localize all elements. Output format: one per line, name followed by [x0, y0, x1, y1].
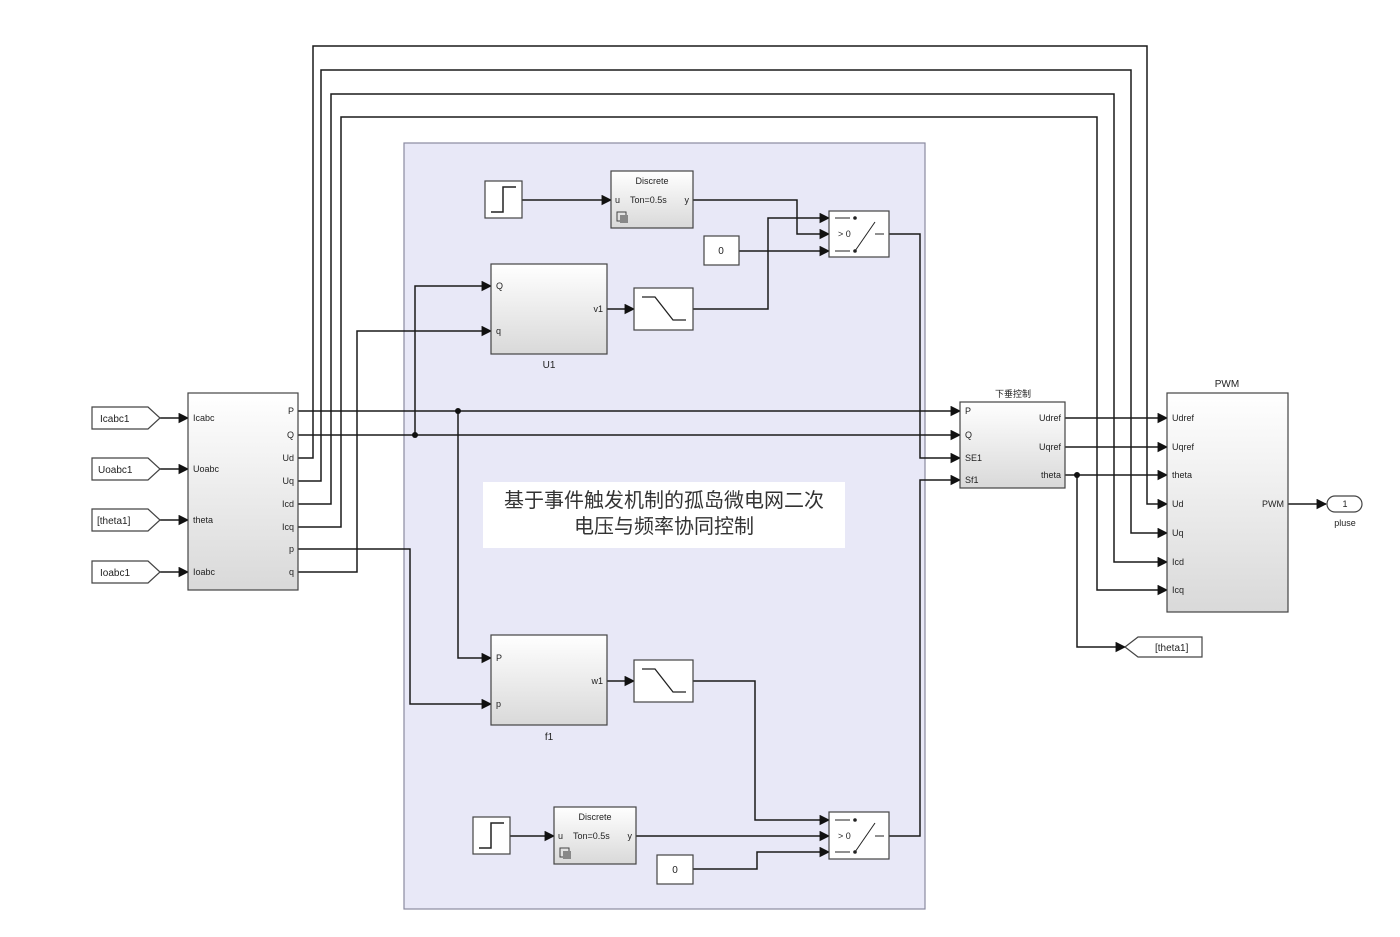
meas-out-port: Icq [282, 522, 294, 532]
svg-text:PWM: PWM [1262, 499, 1284, 509]
svg-text:[theta1]: [theta1] [1155, 643, 1189, 654]
meas-in-port: Ioabc [193, 567, 216, 577]
svg-text:Ioabc1: Ioabc1 [100, 568, 130, 579]
svg-text:P: P [496, 653, 502, 663]
input-tag-ioabc1[interactable]: Ioabc1 [91, 560, 161, 584]
discrete-trigger-block-bottom[interactable]: Discrete u Ton=0.5s y [553, 806, 637, 865]
svg-text:Q: Q [496, 281, 503, 291]
droop-control-block[interactable]: P Q SE1 Sf1 Udref Uqref theta [959, 401, 1066, 489]
svg-text:1: 1 [1342, 499, 1347, 509]
svg-text:q: q [496, 326, 501, 336]
constant-block-bottom[interactable]: 0 [656, 854, 694, 885]
svg-text:w1: w1 [590, 676, 603, 686]
meas-out-port: Ud [282, 453, 294, 463]
meas-out-port: Uq [282, 476, 294, 486]
svg-text:y: y [685, 195, 690, 205]
meas-in-port: Icabc [193, 413, 215, 423]
annotation-line-1: 基于事件触发机制的孤岛微电网二次 [504, 488, 824, 512]
junction-dot [412, 432, 418, 438]
annotation-line-2: 电压与频率协同控制 [574, 514, 754, 538]
svg-text:Discrete: Discrete [578, 812, 611, 822]
outport-pluse[interactable]: 1 [1326, 495, 1363, 513]
junction-dot [455, 408, 461, 414]
meas-out-port: q [289, 567, 294, 577]
f1-block-name: f1 [545, 732, 554, 743]
meas-in-port: theta [193, 515, 213, 525]
svg-text:theta: theta [1172, 470, 1192, 480]
svg-text:Uqref: Uqref [1172, 442, 1195, 452]
meas-out-port: p [289, 544, 294, 554]
u1-block-name: U1 [543, 360, 556, 371]
svg-text:Uq: Uq [1172, 528, 1184, 538]
pwm-block[interactable]: Udref Uqref theta Ud Uq Icd Icq PWM [1166, 392, 1289, 613]
switch-block-bottom[interactable]: > 0 [828, 811, 890, 860]
svg-text:v1: v1 [593, 304, 603, 314]
saturation-block-top[interactable] [633, 287, 694, 331]
switch-icon [835, 216, 884, 253]
svg-text:Ton=0.5s: Ton=0.5s [573, 831, 610, 841]
junction-dot [1074, 472, 1080, 478]
svg-text:Icd: Icd [1172, 557, 1184, 567]
svg-text:SE1: SE1 [965, 453, 982, 463]
svg-text:Sf1: Sf1 [965, 475, 979, 485]
step-block-top[interactable] [484, 180, 523, 219]
svg-text:Icq: Icq [1172, 585, 1184, 595]
outport-name: pluse [1334, 518, 1356, 528]
svg-text:[theta1]: [theta1] [97, 516, 131, 527]
annotation-box: 基于事件触发机制的孤岛微电网二次 电压与频率协同控制 [483, 482, 845, 548]
saturation-icon [642, 668, 686, 693]
svg-text:y: y [628, 831, 633, 841]
input-tag-icabc1[interactable]: Icabc1 [91, 406, 161, 430]
switch-block-top[interactable]: > 0 [828, 210, 890, 258]
svg-text:p: p [496, 699, 501, 709]
measurement-block[interactable]: Icabc Uoabc theta Ioabc P Q Ud Uq Icd Ic… [187, 392, 299, 591]
step-icon [491, 186, 516, 213]
svg-text:theta: theta [1041, 470, 1061, 480]
pwm-block-title: PWM [1215, 379, 1239, 390]
svg-text:Uqref: Uqref [1039, 442, 1062, 452]
meas-out-port: Icd [282, 499, 294, 509]
svg-text:Udref: Udref [1039, 413, 1062, 423]
switch-icon [835, 818, 884, 854]
svg-text:P: P [965, 406, 971, 416]
u1-block[interactable]: Q q v1 [490, 263, 608, 355]
svg-text:> 0: > 0 [838, 831, 851, 841]
svg-text:> 0: > 0 [838, 229, 851, 239]
droop-block-title: 下垂控制 [995, 388, 1031, 399]
svg-text:0: 0 [718, 246, 724, 257]
input-tag-theta1[interactable]: [theta1] [91, 508, 161, 532]
svg-text:Icabc1: Icabc1 [100, 414, 130, 425]
wires [160, 45, 1328, 870]
discrete-trigger-block-top[interactable]: Discrete u Ton=0.5s y [610, 170, 694, 229]
f1-block[interactable]: P p w1 [490, 634, 608, 726]
meas-out-port: Q [287, 430, 294, 440]
svg-text:Udref: Udref [1172, 413, 1195, 423]
constant-block-top[interactable]: 0 [703, 235, 740, 266]
svg-text:Q: Q [965, 430, 972, 440]
meas-out-port: P [288, 406, 294, 416]
svg-text:Ud: Ud [1172, 499, 1184, 509]
svg-text:Uoabc1: Uoabc1 [98, 465, 133, 476]
meas-in-port: Uoabc [193, 464, 220, 474]
svg-text:u: u [558, 831, 563, 841]
goto-tag-theta1[interactable]: [theta1] [1124, 636, 1203, 658]
step-icon [479, 822, 504, 849]
input-tag-uoabc1[interactable]: Uoabc1 [91, 457, 161, 481]
svg-text:0: 0 [672, 865, 678, 876]
svg-text:Discrete: Discrete [635, 176, 668, 186]
saturation-block-bottom[interactable] [633, 659, 694, 703]
svg-text:u: u [615, 195, 620, 205]
svg-text:Ton=0.5s: Ton=0.5s [630, 195, 667, 205]
step-block-bottom[interactable] [472, 816, 511, 855]
saturation-icon [642, 296, 686, 321]
